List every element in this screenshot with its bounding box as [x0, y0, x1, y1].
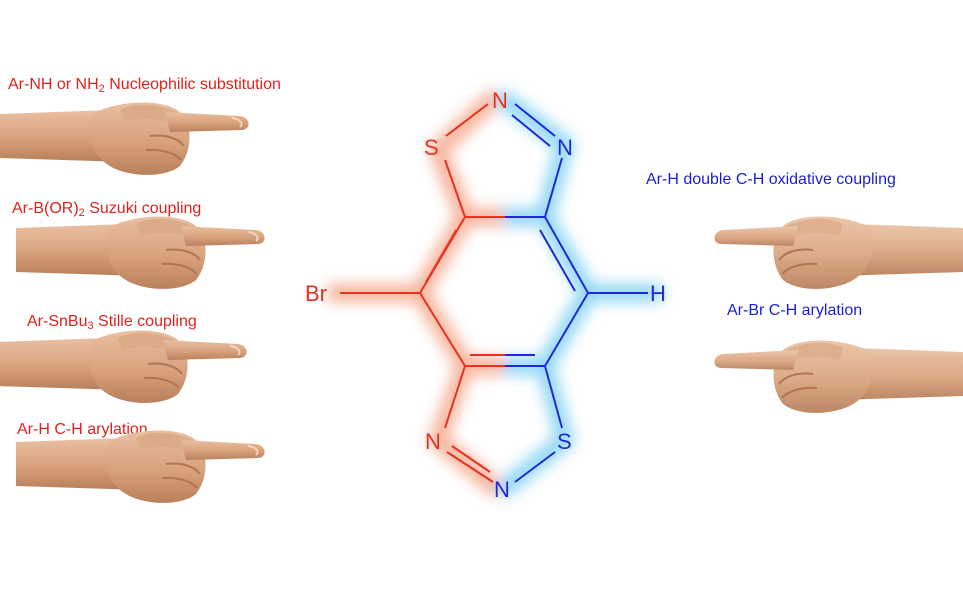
atom-h: H	[650, 281, 666, 306]
bonds-hydrogen-side	[505, 103, 648, 483]
atom-br: Br	[305, 281, 327, 306]
atom-n-top-right: N	[557, 135, 573, 160]
atom-s-top-left: S	[424, 135, 439, 160]
atom-s-bottom-right: S	[557, 429, 572, 454]
atom-n-top: N	[492, 88, 508, 113]
label-ch-arylation-right: Ar-Br C-H arylation	[727, 302, 863, 319]
label-stille-coupling: Ar-SnBu3 Stille coupling	[27, 313, 197, 332]
atom-n-bottom-left: N	[425, 429, 441, 454]
atom-n-bottom: N	[494, 477, 510, 502]
label-nucleophilic-substitution: Ar-NH or NH2 Nucleophilic substitution	[8, 76, 281, 95]
label-ch-arylation-left: Ar-H C-H arylation	[17, 421, 148, 438]
label-double-ch-oxidative-coupling: Ar-H double C-H oxidative coupling	[646, 171, 896, 188]
label-suzuki-coupling: Ar-B(OR)2 Suzuki coupling	[12, 200, 202, 219]
bonds-bromo-side	[340, 103, 505, 483]
